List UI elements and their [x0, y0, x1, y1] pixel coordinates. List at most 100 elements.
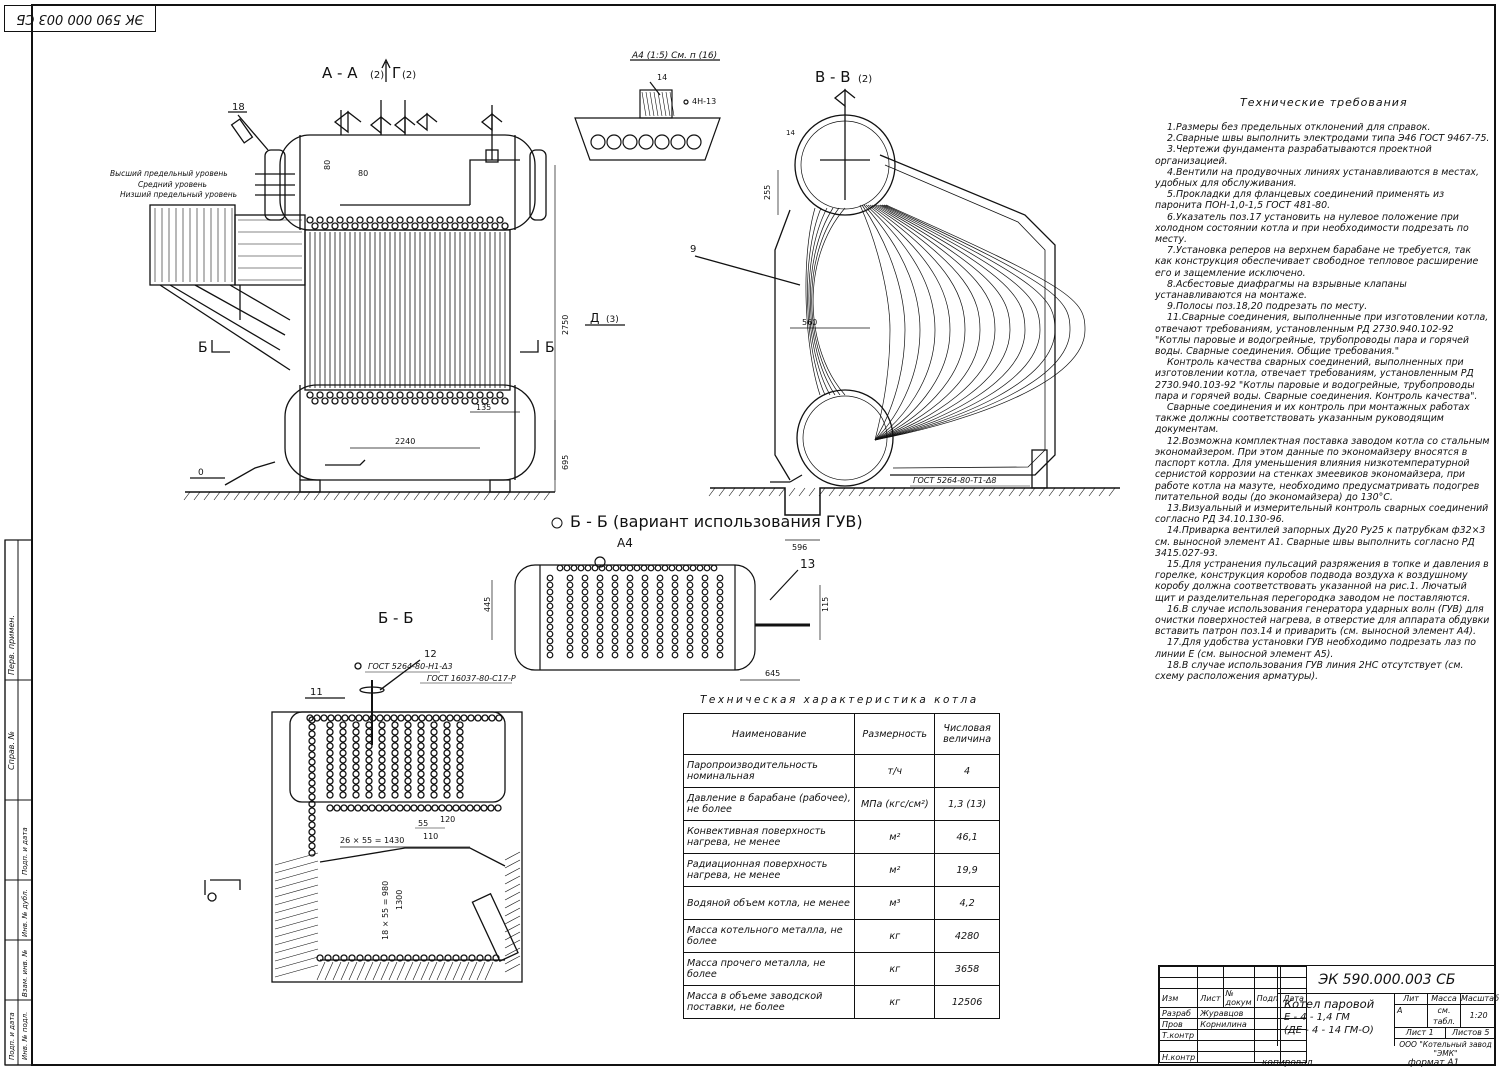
- svg-text:26 × 55 = 1430: 26 × 55 = 1430: [340, 836, 404, 845]
- requirement-item: 1.Размеры без предельных отклонений для …: [1167, 122, 1431, 133]
- spec-cell-value: 4: [934, 754, 1000, 788]
- svg-text:Б: Б: [198, 340, 208, 356]
- svg-text:0: 0: [198, 468, 204, 478]
- svg-text:4Н-13: 4Н-13: [692, 97, 716, 106]
- level-high: Высший предельный уровень: [110, 169, 228, 178]
- callout-11: 11: [310, 687, 323, 698]
- tb-person: [1197, 1040, 1255, 1052]
- spec-cell-unit: кг: [854, 952, 936, 986]
- requirement-item: 11.Сварные соединения, выполненные при и…: [1155, 312, 1489, 358]
- svg-text:560: 560: [802, 318, 817, 327]
- level-low: Низший предельный уровень: [120, 190, 237, 199]
- svg-text:135: 135: [476, 403, 491, 412]
- requirement-item: 8.Асбестовые диафрагмы на взрывные клапа…: [1155, 278, 1407, 302]
- requirement-item: Контроль качества сварных соединений, вы…: [1155, 357, 1478, 402]
- spec-cell-name: Паропроизводительность номинальная: [682, 754, 856, 788]
- tb-cell: [1222, 977, 1255, 989]
- view-aa-label: А - А: [322, 64, 358, 82]
- weld-note-3: ГОСТ 16037-80-С17-Р: [427, 674, 516, 683]
- spec-row: Масса в объеме заводской поставки, не бо…: [682, 985, 1000, 1019]
- svg-text:80: 80: [323, 160, 332, 170]
- svg-text:445: 445: [483, 597, 492, 612]
- spec-header-row: Наименование Размерность Числовая величи…: [682, 713, 1000, 755]
- svg-text:120: 120: [440, 815, 455, 824]
- tb-role: Разраб: [1158, 1007, 1199, 1019]
- spec-cell-name: Давление в барабане (рабочее), не более: [682, 787, 856, 821]
- spec-cell-unit: т/ч: [854, 754, 936, 788]
- tb-person: Журавцов: [1197, 1007, 1255, 1019]
- copied-label: копировал: [1262, 1058, 1313, 1068]
- spec-cell-name: Радиационная поверхность нагрева, не мен…: [682, 853, 856, 887]
- tb-cell: [1280, 1051, 1307, 1063]
- svg-text:(2): (2): [370, 70, 384, 81]
- view-d-label: Д: [590, 311, 599, 325]
- requirement-item: 15.Для устранения пульсаций разряжения в…: [1155, 558, 1489, 604]
- spec-cell-value: 1,3 (13): [934, 787, 1000, 821]
- callout-12: 12: [424, 649, 437, 660]
- svg-text:695: 695: [561, 455, 570, 470]
- tb-cell: [1158, 977, 1199, 989]
- callout-18: 18: [232, 102, 245, 113]
- view-vv-label: В - В: [815, 68, 851, 86]
- title-block-code: ЭК 590.000.003 СБ: [1277, 966, 1496, 994]
- stamp-inv-dubl: Инв. № дубл.: [21, 889, 29, 937]
- spec-cell-name: Водяной объем котла, не менее: [682, 886, 856, 920]
- svg-text:55: 55: [418, 819, 428, 828]
- spec-cell-unit: кг: [854, 985, 936, 1019]
- stamp-podp2: Подп. и дата: [8, 1012, 16, 1060]
- stamp-vzam: Взам. инв. №: [21, 949, 29, 997]
- tb-cell: [1222, 966, 1255, 978]
- spec-cell-unit: кг: [854, 919, 936, 953]
- spec-header-value: Числовая величина: [934, 713, 1000, 755]
- callout-9: 9: [690, 244, 696, 255]
- svg-text:596: 596: [792, 543, 807, 552]
- spec-cell-value: 4,2: [934, 886, 1000, 920]
- tb-role: Т.контр: [1158, 1029, 1199, 1041]
- view-vv: В - В (2) 14 9 255 560 ГОСТ 5264-80-Т1-Δ…: [690, 68, 1120, 552]
- tb-col-header: Лист: [1197, 988, 1224, 1008]
- svg-text:14: 14: [657, 73, 667, 82]
- top-valves: [333, 100, 503, 163]
- spec-cell-name: Масса котельного металла, не более: [682, 919, 856, 953]
- tb-person: [1197, 1029, 1255, 1041]
- spec-cell-name: Масса прочего металла, не более: [682, 952, 856, 986]
- tb-person: Корнилина: [1197, 1018, 1255, 1030]
- requirement-item: 12.Возможна комплектная поставка заводом…: [1155, 435, 1490, 503]
- requirements-title: Технические требования: [1240, 96, 1408, 109]
- spec-row: Конвективная поверхность нагрева, не мен…: [682, 820, 1000, 854]
- stamp-perv: Перв. примен.: [7, 615, 16, 675]
- spec-table-title: Техническая характеристика котла: [700, 694, 979, 706]
- tb-cell: [1280, 966, 1307, 978]
- sheet-frame: [31, 4, 1496, 1066]
- spec-cell-unit: м³: [854, 886, 936, 920]
- view-bb-guv: А4 13 445 645 115: [483, 536, 830, 681]
- tb-cell: [1197, 966, 1224, 978]
- spec-cell-value: 19,9: [934, 853, 1000, 887]
- requirement-item: 17.Для удобства установки ГУВ необходимо…: [1155, 637, 1477, 660]
- weld-note-1: ГОСТ 5264-80-Т1-Δ8: [913, 476, 997, 485]
- requirement-item: 4.Вентили на продувочных линиях устанавл…: [1155, 166, 1479, 190]
- svg-text:645: 645: [765, 669, 780, 678]
- spec-cell-unit: м²: [854, 820, 936, 854]
- tb-col-header: № докум: [1222, 988, 1255, 1008]
- requirement-item: 9.Полосы поз.18,20 подрезать по месту.: [1167, 301, 1368, 313]
- spec-header-unit: Размерность: [854, 713, 936, 755]
- svg-text:18 × 55 = 980: 18 × 55 = 980: [381, 881, 390, 940]
- spec-cell-value: 46,1: [934, 820, 1000, 854]
- stamp-inv-podl: Инв. № подл.: [21, 1012, 29, 1060]
- svg-text:255: 255: [763, 185, 772, 200]
- detail-a4-label: А4 (1:5) См. п (16): [631, 51, 717, 61]
- detail-a4: А4 (1:5) См. п (16) 14 4Н-13: [574, 51, 721, 161]
- view-aa: А - А (2) Г (2) 80 80 18: [110, 58, 625, 501]
- requirement-item: 16.В случае использования генератора уда…: [1155, 603, 1490, 638]
- spec-cell-unit: МПа (кгс/см²): [854, 787, 936, 821]
- spec-table: Наименование Размерность Числовая величи…: [682, 713, 1000, 1019]
- svg-text:14: 14: [786, 129, 795, 137]
- svg-text:2750: 2750: [561, 315, 570, 335]
